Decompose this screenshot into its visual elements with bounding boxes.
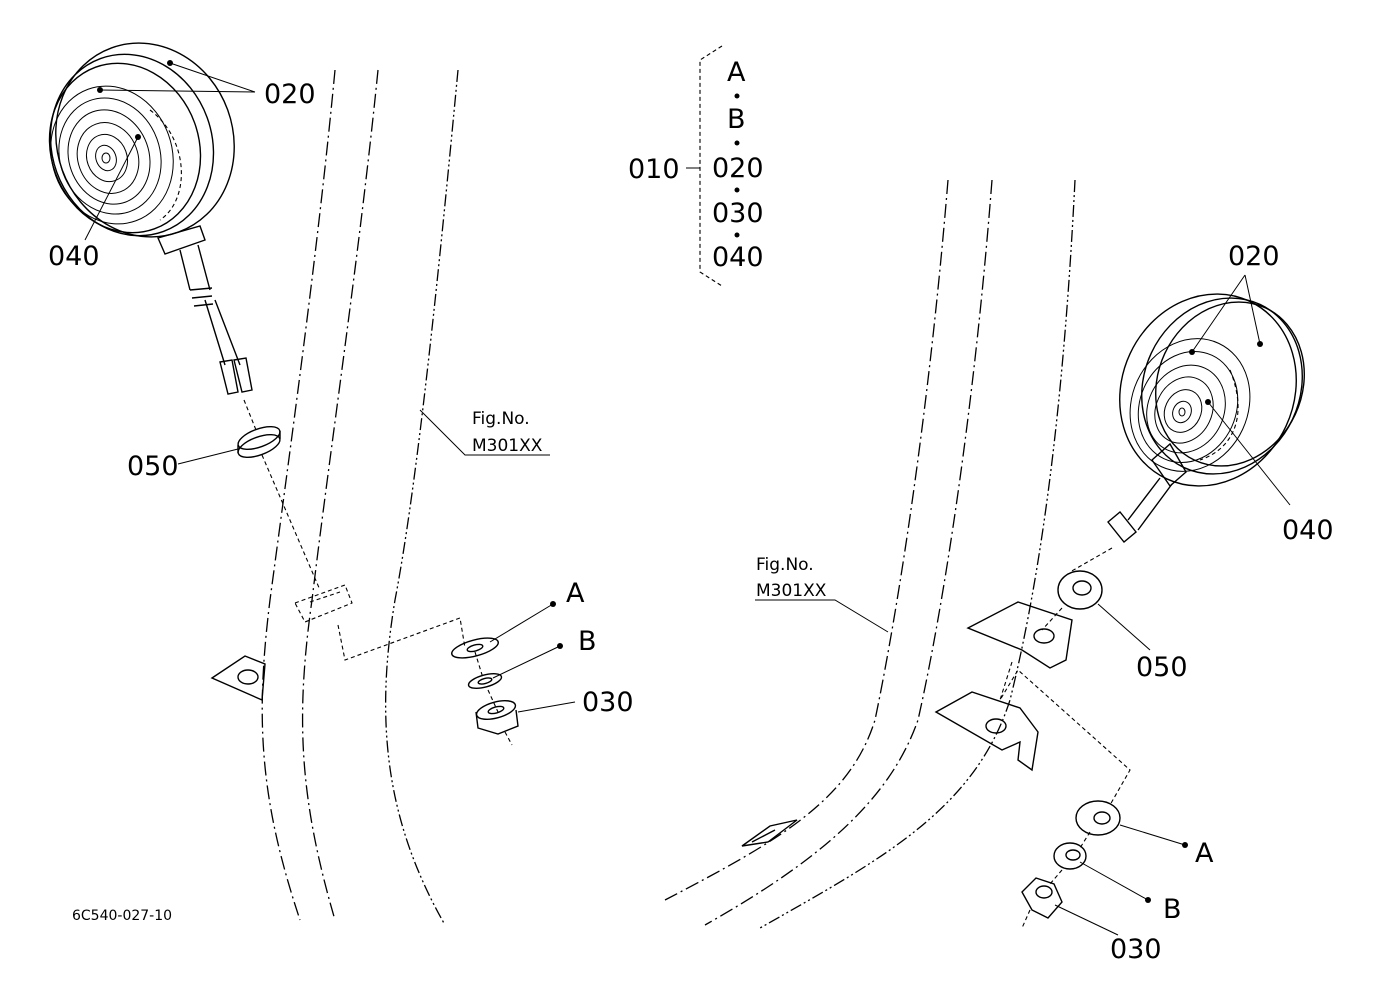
- left-bracket: [210, 655, 266, 702]
- label-right-040: 040: [1282, 515, 1334, 546]
- label-left-020: 020: [264, 79, 316, 110]
- left-lockwasher-B: [467, 673, 503, 689]
- assembly-member-030: 030: [712, 198, 764, 229]
- left-fig-ref-line2: M301XX: [472, 436, 543, 456]
- left-rubber-seal-050: [237, 425, 281, 459]
- right-rubber-seal-050: [1057, 570, 1103, 610]
- assembly-member-020: 020: [712, 153, 764, 184]
- label-assembly-010: 010: [628, 154, 680, 185]
- right-cab-frame: [664, 179, 1076, 929]
- label-right-030: 030: [1110, 934, 1162, 965]
- assembly-bracket: [686, 45, 740, 287]
- left-nut-030: [475, 699, 519, 735]
- left-tab-dashed: [294, 584, 353, 623]
- right-assembly-axis: [999, 547, 1131, 929]
- label-left-050: 050: [127, 451, 179, 482]
- label-left-B: B: [578, 626, 597, 657]
- assembly-member-B: B: [727, 104, 746, 135]
- label-right-020: 020: [1228, 241, 1280, 272]
- right-fig-ref-line1: Fig.No.: [756, 555, 814, 575]
- label-right-050: 050: [1136, 652, 1188, 683]
- right-diamond-tab: [741, 819, 798, 847]
- right-leaders: [755, 274, 1291, 936]
- label-left-A: A: [566, 578, 585, 609]
- assembly-member-040: 040: [712, 242, 764, 273]
- left-fig-ref-line1: Fig.No.: [472, 409, 530, 429]
- right-work-lamp: [1107, 293, 1305, 543]
- label-left-030: 030: [582, 687, 634, 718]
- drawing-number: 6C540-027-10: [72, 908, 172, 924]
- label-right-B: B: [1163, 894, 1182, 925]
- right-lower-bracket: [934, 691, 1039, 772]
- left-assembly-axis: [243, 399, 513, 746]
- right-lockwasher-B: [1053, 842, 1087, 870]
- right-fig-ref-line2: M301XX: [756, 581, 827, 601]
- right-washer-A: [1075, 800, 1121, 836]
- right-nut-030: [1021, 877, 1063, 919]
- label-right-A: A: [1195, 838, 1214, 869]
- left-cab-frame: [261, 69, 459, 926]
- left-work-lamp: [48, 42, 253, 395]
- assembly-member-A: A: [727, 57, 746, 88]
- left-washer-A: [451, 637, 499, 659]
- label-left-040: 040: [48, 241, 100, 272]
- left-leaders: [84, 60, 576, 713]
- right-upper-bracket: [966, 601, 1073, 669]
